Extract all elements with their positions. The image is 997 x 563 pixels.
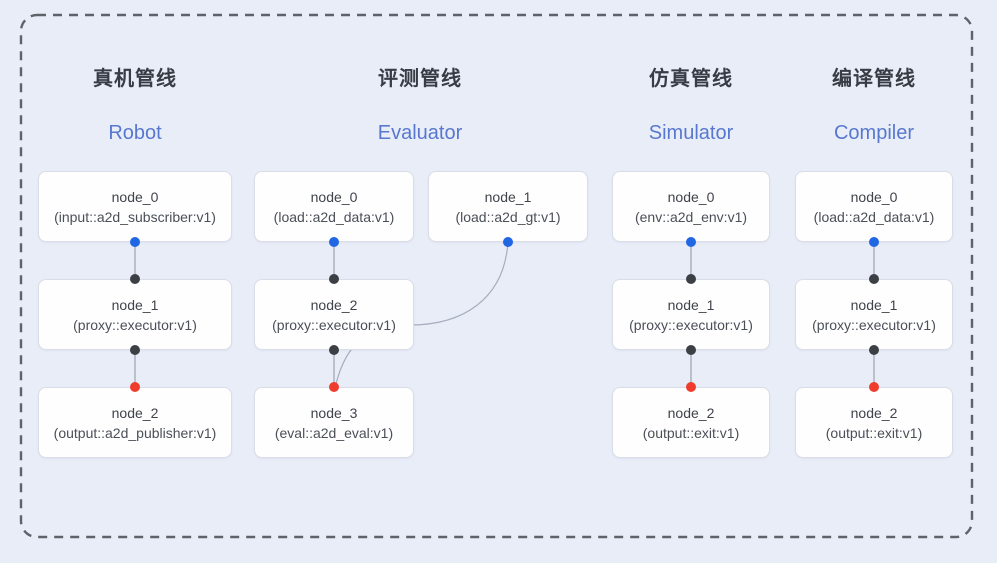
node-box-evaluator-node1: node_1 (load::a2d_gt:v1) [428,171,588,242]
output-port-dot [130,345,140,355]
node-box-evaluator-node3: node_3 (eval::a2d_eval:v1) [254,387,414,458]
node-box-simulator-node2: node_2 (output::exit:v1) [612,387,770,458]
node-box-robot-node2: node_2 (output::a2d_publisher:v1) [38,387,232,458]
node-impl: (proxy::executor:v1) [812,316,936,333]
node-title: node_0 [111,188,159,205]
input-port-dot [869,274,879,284]
node-impl: (output::exit:v1) [642,424,740,441]
input-port-dot [329,382,339,392]
output-port-dot [686,345,696,355]
node-title: node_2 [310,296,358,313]
input-port-dot [869,382,879,392]
node-impl: (proxy::executor:v1) [629,316,753,333]
node-title: node_2 [667,404,715,421]
output-port-dot [329,237,339,247]
pipeline-title-en-simulator: Simulator [648,122,734,144]
input-port-dot [329,274,339,284]
node-impl: (proxy::executor:v1) [73,316,197,333]
output-port-dot [503,237,513,247]
node-impl: (load::a2d_gt:v1) [455,208,561,225]
node-title: node_0 [667,188,715,205]
output-port-dot [329,345,339,355]
node-box-robot-node0: node_0 (input::a2d_subscriber:v1) [38,171,232,242]
node-title: node_2 [111,404,159,421]
output-port-dot [869,237,879,247]
output-port-dot [686,237,696,247]
node-impl: (env::a2d_env:v1) [634,208,748,225]
node-title: node_1 [484,188,532,205]
node-title: node_1 [111,296,159,313]
node-box-compiler-node2: node_2 (output::exit:v1) [795,387,953,458]
pipeline-title-zh-robot: 真机管线 [93,68,177,90]
node-title: node_3 [310,404,358,421]
node-title: node_1 [850,296,898,313]
node-title: node_0 [310,188,358,205]
pipeline-title-en-compiler: Compiler [833,122,915,144]
node-impl: (load::a2d_data:v1) [273,208,395,225]
input-port-dot [686,274,696,284]
node-title: node_2 [850,404,898,421]
output-port-dot [130,237,140,247]
pipeline-title-zh-evaluator: 评测管线 [378,68,462,90]
node-title: node_0 [850,188,898,205]
node-impl: (input::a2d_subscriber:v1) [54,208,216,225]
node-box-simulator-node0: node_0 (env::a2d_env:v1) [612,171,770,242]
node-impl: (proxy::executor:v1) [272,316,396,333]
node-impl: (eval::a2d_eval:v1) [274,424,394,441]
node-box-evaluator-node0: node_0 (load::a2d_data:v1) [254,171,414,242]
node-title: node_1 [667,296,715,313]
pipeline-title-zh-simulator: 仿真管线 [649,68,733,90]
dashed-frame [19,13,974,539]
input-port-dot [130,382,140,392]
pipeline-title-en-robot: Robot [108,122,162,144]
node-impl: (load::a2d_data:v1) [813,208,935,225]
node-box-compiler-node0: node_0 (load::a2d_data:v1) [795,171,953,242]
node-box-compiler-node1: node_1 (proxy::executor:v1) [795,279,953,350]
node-impl: (output::exit:v1) [825,424,923,441]
input-port-dot [130,274,140,284]
node-box-simulator-node1: node_1 (proxy::executor:v1) [612,279,770,350]
output-port-dot [869,345,879,355]
pipeline-title-en-evaluator: Evaluator [377,122,463,144]
node-box-evaluator-node2: node_2 (proxy::executor:v1) [254,279,414,350]
node-box-robot-node1: node_1 (proxy::executor:v1) [38,279,232,350]
pipeline-title-zh-compiler: 编译管线 [832,68,916,90]
node-impl: (output::a2d_publisher:v1) [53,424,217,441]
input-port-dot [686,382,696,392]
